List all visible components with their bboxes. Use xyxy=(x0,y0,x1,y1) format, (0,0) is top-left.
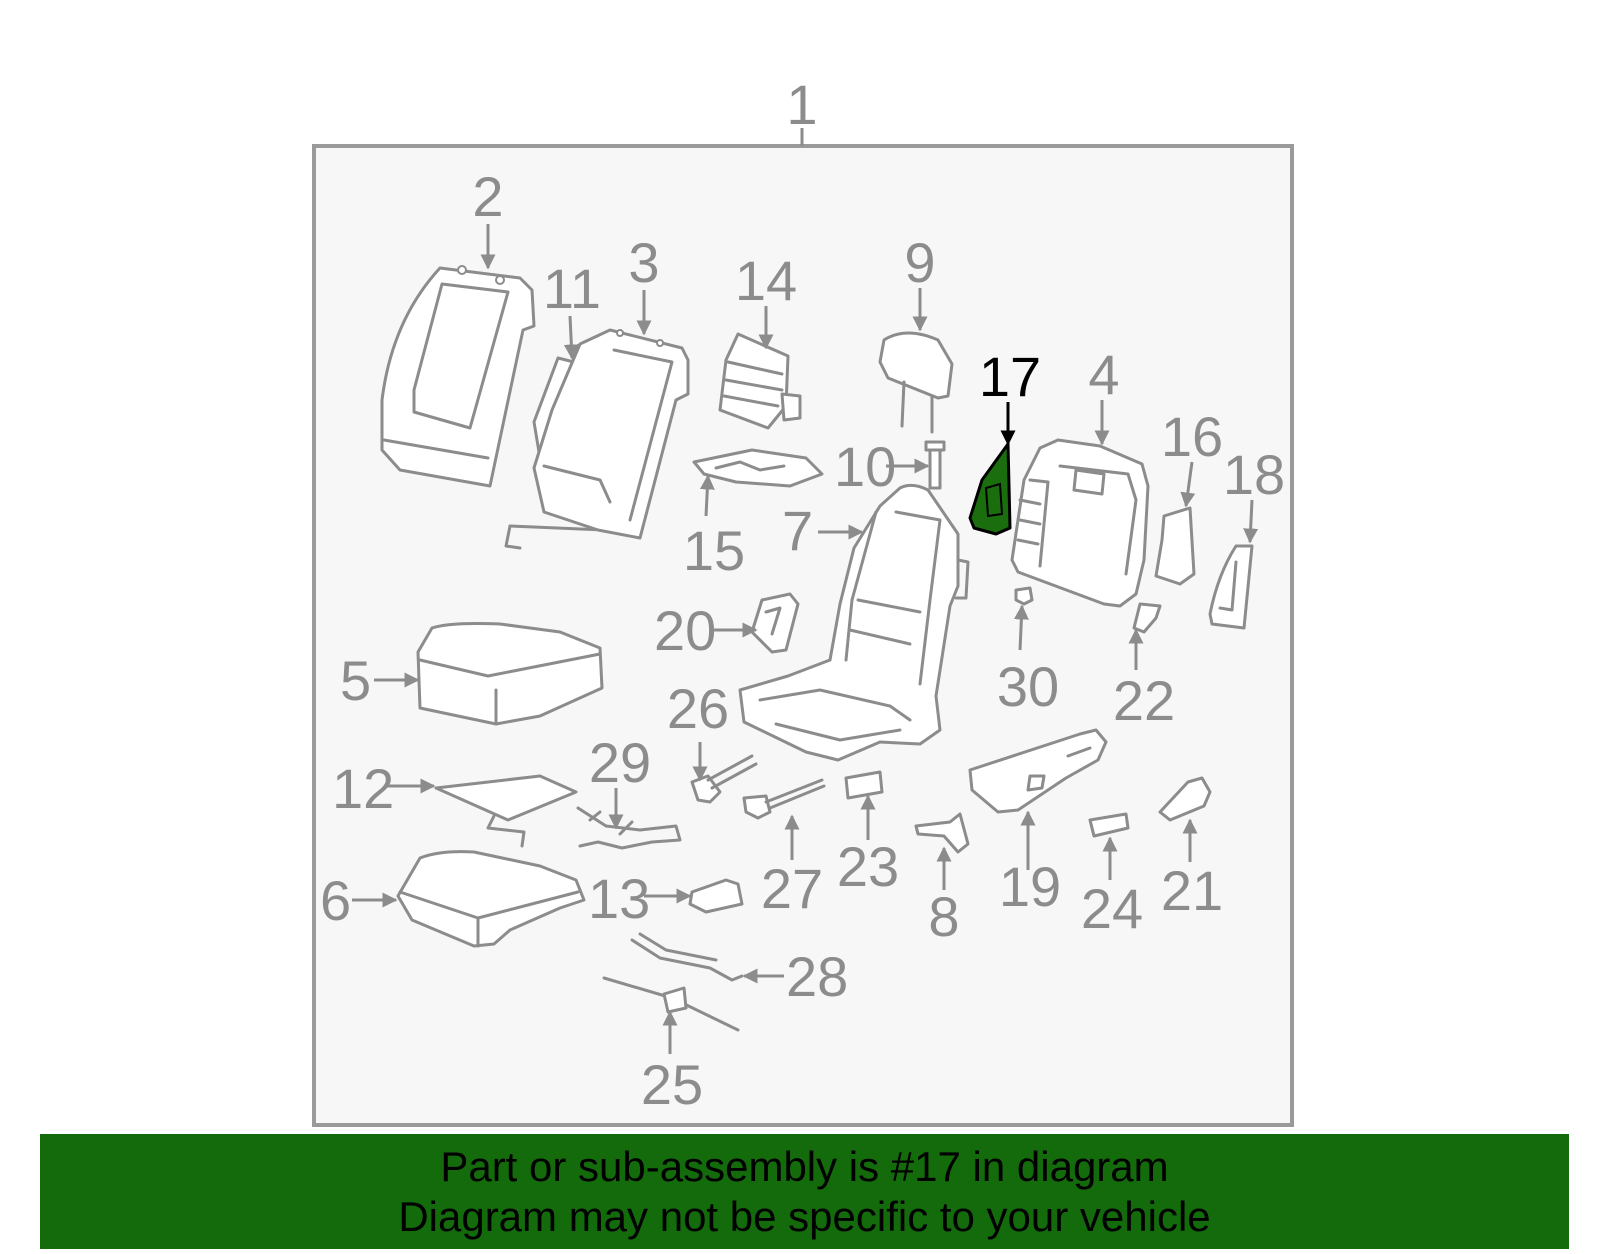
callout-21: 21 xyxy=(1161,859,1223,922)
part-18-side-cover[interactable] xyxy=(1208,544,1254,630)
part-14-heater-element[interactable] xyxy=(718,332,802,430)
leader-arrows xyxy=(352,224,1259,1054)
callout-30: 30 xyxy=(997,655,1059,718)
callout-15: 15 xyxy=(683,519,745,582)
callout-2: 2 xyxy=(472,165,503,228)
callout-8: 8 xyxy=(928,885,959,948)
part-28-rod[interactable] xyxy=(630,932,744,982)
part-8-bracket[interactable] xyxy=(914,812,970,854)
callout-12: 12 xyxy=(332,757,394,820)
callout-4: 4 xyxy=(1088,343,1119,406)
part-3-seat-back-cushion[interactable] xyxy=(532,328,690,540)
part-30-clip[interactable] xyxy=(1014,586,1034,606)
part-4-back-cover[interactable] xyxy=(1010,438,1150,608)
part-12-mat[interactable] xyxy=(434,774,578,848)
callout-11: 11 xyxy=(543,257,601,320)
callout-26: 26 xyxy=(667,677,729,740)
callout-16: 16 xyxy=(1161,405,1223,468)
part-23-cover[interactable] xyxy=(844,770,884,800)
part-7-seat-frame[interactable] xyxy=(738,483,970,762)
callout-29: 29 xyxy=(589,731,651,794)
part-24-cap[interactable] xyxy=(1088,812,1130,838)
callout-3: 3 xyxy=(628,231,659,294)
info-banner: Part or sub-assembly is #17 in diagram D… xyxy=(40,1134,1569,1249)
part-9-headrest[interactable] xyxy=(878,331,954,434)
part-13-bracket[interactable] xyxy=(688,878,744,914)
callout-27: 27 xyxy=(761,857,823,920)
banner-line-part: Part or sub-assembly is #17 in diagram xyxy=(440,1143,1169,1190)
callout-10: 10 xyxy=(834,435,896,498)
part-5-seat-cushion-pad[interactable] xyxy=(416,622,604,726)
callout-6: 6 xyxy=(320,869,351,932)
callout-23: 23 xyxy=(837,835,899,898)
part-2-seat-back-trim[interactable] xyxy=(380,265,536,488)
callout-17: 17 xyxy=(979,345,1041,408)
banner-line-disclaimer: Diagram may not be specific to your vehi… xyxy=(398,1193,1211,1240)
callout-18: 18 xyxy=(1223,443,1285,506)
callout-20: 20 xyxy=(654,599,716,662)
part-21-knob[interactable] xyxy=(1158,776,1212,822)
part-6-seat-cushion[interactable] xyxy=(396,850,586,948)
callout-28: 28 xyxy=(786,945,848,1008)
callout-19: 19 xyxy=(999,855,1061,918)
callout-24: 24 xyxy=(1081,877,1143,940)
callout-7: 7 xyxy=(782,499,813,562)
part-16-trim-panel[interactable] xyxy=(1154,506,1196,586)
callout-1: 1 xyxy=(786,73,817,136)
callout-9: 9 xyxy=(904,231,935,294)
part-22-clip[interactable] xyxy=(1132,602,1162,634)
callout-22: 22 xyxy=(1113,669,1175,732)
part-19-side-shield[interactable] xyxy=(968,728,1108,814)
callout-25: 25 xyxy=(641,1053,703,1116)
callout-labels: 1 2 11 3 14 9 17 4 16 18 10 15 7 20 30 2… xyxy=(320,73,1285,1116)
part-10-headrest-guide[interactable] xyxy=(924,440,946,490)
part-27-lever[interactable] xyxy=(742,778,826,820)
callout-13: 13 xyxy=(588,867,650,930)
part-25-cable[interactable] xyxy=(602,976,740,1032)
part-17-highlighted[interactable] xyxy=(968,442,1012,536)
callout-5: 5 xyxy=(340,649,371,712)
callout-14: 14 xyxy=(735,249,797,312)
